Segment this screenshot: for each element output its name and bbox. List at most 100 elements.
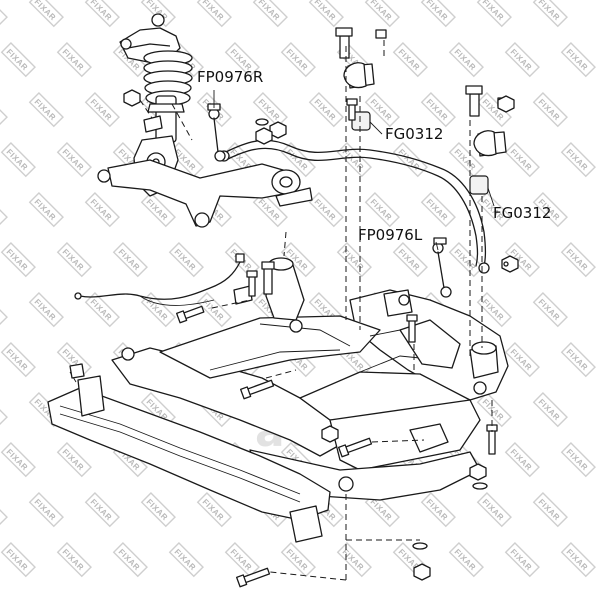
svg-text:FIXAR: FIXAR [509, 47, 534, 72]
svg-text:FIXAR: FIXAR [369, 97, 394, 122]
fixar-watermark-18: FIXAR [392, 42, 428, 78]
fixar-watermark-122: FIXAR [56, 542, 92, 578]
svg-text:FIXAR: FIXAR [369, 197, 394, 222]
svg-text:FIXAR: FIXAR [509, 547, 534, 572]
fixar-watermark-39: FIXAR [336, 142, 372, 178]
fixar-watermark-52: FIXAR [420, 192, 456, 228]
svg-text:FIXAR: FIXAR [453, 47, 478, 72]
svg-text:FIXAR: FIXAR [481, 297, 506, 322]
svg-text:FIXAR: FIXAR [89, 0, 114, 22]
fixar-watermark-10: FIXAR [532, 0, 568, 28]
fixar-watermark-63: FIXAR [448, 242, 484, 278]
fixar-watermark-4: FIXAR [196, 0, 232, 28]
fixar-watermark-65: FIXAR [560, 242, 596, 278]
fixar-watermark-32: FIXAR [532, 92, 568, 128]
svg-text:FIXAR: FIXAR [481, 397, 506, 422]
fixar-watermark-21: FIXAR [560, 42, 596, 78]
svg-text:FIXAR: FIXAR [509, 147, 534, 172]
svg-text:FIXAR: FIXAR [537, 297, 562, 322]
svg-text:FIXAR: FIXAR [257, 0, 282, 22]
svg-text:FIXAR: FIXAR [201, 297, 226, 322]
bumper-beam [47, 363, 331, 543]
fixar-watermark-68: FIXAR [84, 292, 120, 328]
svg-text:FIXAR: FIXAR [201, 0, 226, 22]
svg-text:FIXAR: FIXAR [537, 397, 562, 422]
fixar-watermark-67: FIXAR [28, 292, 64, 328]
fixar-watermark-111: FIXAR [28, 492, 64, 528]
fixar-watermark-77: FIXAR [0, 342, 36, 378]
svg-text:FIXAR: FIXAR [425, 97, 450, 122]
svg-text:FIXAR: FIXAR [565, 447, 590, 472]
fixar-watermark-119: FIXAR [476, 492, 512, 528]
alignment-lines [139, 40, 493, 581]
fixar-watermark-7: FIXAR [364, 0, 400, 28]
svg-text:FIXAR: FIXAR [425, 0, 450, 22]
svg-text:FIXAR: FIXAR [369, 0, 394, 22]
fixar-watermark-11: FIXAR [0, 42, 36, 78]
fixar-watermark-1: FIXAR [28, 0, 64, 28]
svg-text:FIXAR: FIXAR [33, 0, 58, 22]
fixar-watermark-40: FIXAR [392, 142, 428, 178]
fixar-watermark-28: FIXAR [308, 92, 344, 128]
svg-text:FIXAR: FIXAR [5, 147, 30, 172]
fixar-watermark-121: FIXAR [0, 542, 36, 578]
fixar-watermark-34: FIXAR [56, 142, 92, 178]
fixar-watermark-8: FIXAR [420, 0, 456, 28]
svg-text:FIXAR: FIXAR [537, 97, 562, 122]
svg-text:FIXAR: FIXAR [397, 47, 422, 72]
fixar-watermark-108: FIXAR [504, 442, 540, 478]
svg-text:FIXAR: FIXAR [145, 497, 170, 522]
svg-text:FIXAR: FIXAR [425, 197, 450, 222]
svg-text:FIXAR: FIXAR [61, 447, 86, 472]
fixar-watermark-0: FIXAR [0, 0, 8, 28]
svg-text:FIXAR: FIXAR [341, 247, 366, 272]
svg-text:FIXAR: FIXAR [89, 497, 114, 522]
fixar-watermark-50: FIXAR [308, 192, 344, 228]
svg-text:FIXAR: FIXAR [285, 47, 310, 72]
fixar-watermark-2: FIXAR [84, 0, 120, 28]
fixar-watermark-112: FIXAR [84, 492, 120, 528]
fixar-watermark-76: FIXAR [532, 292, 568, 328]
fixar-watermark-56: FIXAR [56, 242, 92, 278]
svg-text:FIXAR: FIXAR [509, 447, 534, 472]
fixar-watermark-9: FIXAR [476, 0, 512, 28]
label-fg0312-upper: FG0312 [385, 125, 443, 143]
svg-text:FIXAR: FIXAR [5, 247, 30, 272]
fixar-watermark-125: FIXAR [224, 542, 260, 578]
fixar-watermark-33: FIXAR [0, 142, 36, 178]
svg-text:FIXAR: FIXAR [341, 147, 366, 172]
svg-text:FIXAR: FIXAR [33, 297, 58, 322]
fixar-watermark-124: FIXAR [168, 542, 204, 578]
svg-text:FIXAR: FIXAR [61, 547, 86, 572]
svg-text:FIXAR: FIXAR [61, 247, 86, 272]
stabilizer-bushing-upper [335, 27, 387, 131]
svg-text:FIXAR: FIXAR [313, 197, 338, 222]
svg-text:FIXAR: FIXAR [565, 347, 590, 372]
svg-text:FIXAR: FIXAR [565, 547, 590, 572]
svg-text:FIXAR: FIXAR [565, 247, 590, 272]
svg-text:FIXAR: FIXAR [89, 297, 114, 322]
svg-text:FIXAR: FIXAR [453, 147, 478, 172]
fixar-watermark-16: FIXAR [280, 42, 316, 78]
svg-text:FIXAR: FIXAR [61, 147, 86, 172]
fixar-watermark-51: FIXAR [364, 192, 400, 228]
stabilizer-link-left [432, 237, 452, 298]
fixar-watermark-20: FIXAR [504, 42, 540, 78]
svg-text:FIXAR: FIXAR [5, 547, 30, 572]
fixar-watermark-109: FIXAR [560, 442, 596, 478]
fixar-watermark-126: FIXAR [280, 542, 316, 578]
svg-text:FIXAR: FIXAR [173, 547, 198, 572]
label-fg0312-right: FG0312 [493, 204, 551, 222]
label-fp0976l: FP0976L [358, 226, 423, 244]
fixar-watermark-129: FIXAR [448, 542, 484, 578]
fixar-watermark-120: FIXAR [532, 492, 568, 528]
svg-text:FIXAR: FIXAR [285, 547, 310, 572]
fixar-watermark-97: FIXAR [476, 392, 512, 428]
fixar-watermark-114: FIXAR [196, 492, 232, 528]
svg-text:FIXAR: FIXAR [33, 197, 58, 222]
fixar-watermark-6: FIXAR [308, 0, 344, 28]
svg-text:FIXAR: FIXAR [453, 247, 478, 272]
svg-text:FIXAR: FIXAR [397, 247, 422, 272]
fixar-watermark-5: FIXAR [252, 0, 288, 28]
fixar-watermark-113: FIXAR [140, 492, 176, 528]
